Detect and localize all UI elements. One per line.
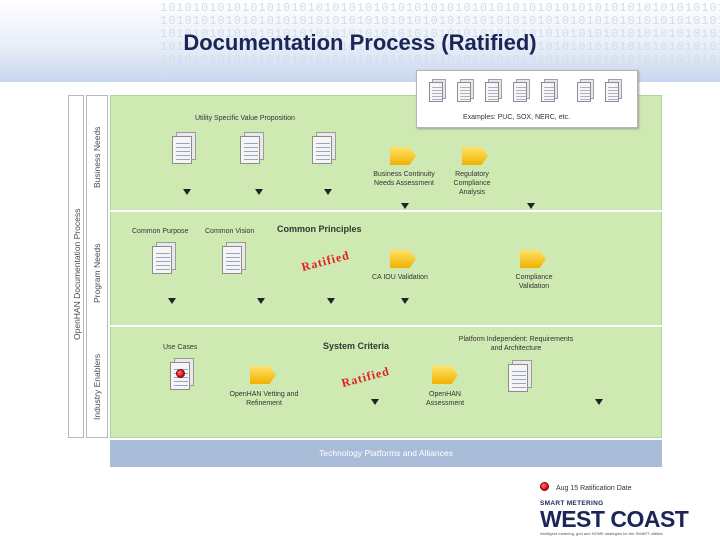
assessment-label: OpenHAN Assessment [425, 391, 465, 407]
flow-arrow-icon [183, 189, 191, 195]
document-icon [172, 132, 198, 166]
logo-wordmark: WEST COAST [540, 506, 689, 532]
lane-divider [110, 210, 662, 212]
binary-pattern: 1010101010101010101010101010101010101010… [160, 2, 720, 15]
process-shape-icon [462, 147, 488, 165]
flow-arrow-icon [168, 298, 176, 304]
binary-pattern: 1010101010101010101010101010101010101010… [160, 54, 720, 67]
common-purpose-label: Common Purpose [132, 228, 189, 235]
flow-arrow-icon [527, 203, 535, 209]
vetting-label: OpenHAN Vetting and Refinement [229, 391, 299, 407]
document-icon [513, 79, 531, 103]
flow-arrow-icon [401, 298, 409, 304]
common-principles-heading: Common Principles [277, 224, 362, 234]
document-icon [429, 79, 447, 103]
binary-pattern: 1010101010101010101010101010101010101010… [160, 28, 720, 41]
process-area [110, 95, 662, 438]
regulatory-label: Regulatory Compliance Analysis [453, 171, 491, 196]
lane-divider [110, 325, 662, 327]
document-icon [605, 79, 623, 103]
lane-label-program-needs: Program Needs [92, 243, 102, 303]
document-icon [485, 79, 503, 103]
examples-box: Examples: PUC, SOX, NERC, etc. [416, 70, 638, 128]
document-icon [457, 79, 475, 103]
flow-arrow-icon [257, 298, 265, 304]
technology-platforms-label: Technology Platforms and Alliances [319, 448, 453, 458]
document-icon [508, 360, 534, 394]
document-icon [152, 242, 178, 276]
ca-iou-label: CA IOU Validation [372, 274, 428, 281]
ratification-dot-icon [540, 482, 549, 491]
lane-inner-strip [86, 95, 108, 438]
process-shape-icon [432, 366, 458, 384]
compliance-label: Compliance Validation [515, 274, 553, 290]
continuity-label: Business Continuity Needs Assessment [373, 171, 435, 187]
legend-label: Aug 15 Ratification Date [556, 485, 632, 492]
process-shape-icon [250, 366, 276, 384]
common-vision-label: Common Vision [205, 228, 255, 235]
flow-arrow-icon [324, 189, 332, 195]
system-criteria-heading: System Criteria [323, 341, 390, 351]
title-banner: 1010101010101010101010101010101010101010… [0, 0, 720, 82]
process-shape-icon [390, 147, 416, 165]
document-icon [541, 79, 559, 103]
page-title: Documentation Process (Ratified) [183, 30, 537, 55]
document-icon [240, 132, 266, 166]
document-icon [577, 79, 595, 103]
process-shape-icon [390, 250, 416, 268]
technology-platforms-bar: Technology Platforms and Alliances [110, 440, 662, 467]
document-icon [222, 242, 248, 276]
logo-tagline: Intelligent metering, grid and HOME stra… [540, 531, 663, 536]
use-cases-label: Use Cases [163, 344, 198, 351]
binary-pattern: 1010101010101010101010101010101010101010… [160, 15, 720, 28]
ratification-dot-icon [176, 369, 185, 378]
document-icon [312, 132, 338, 166]
lane-label-industry-enablers: Industry Enablers [92, 353, 102, 420]
flow-arrow-icon [371, 399, 379, 405]
lane-label-outer: OpenHAN Documentation Process [72, 208, 82, 340]
utility-value-label: Utility Specific Value Proposition [195, 115, 295, 122]
flow-arrow-icon [327, 298, 335, 304]
examples-label: Examples: PUC, SOX, NERC, etc. [463, 114, 570, 121]
flow-arrow-icon [401, 203, 409, 209]
lane-outer-strip [68, 95, 84, 438]
process-shape-icon [520, 250, 546, 268]
flow-arrow-icon [595, 399, 603, 405]
platform-label: Platform Independent: Requirements and A… [458, 336, 574, 352]
logo-subtitle: SMART METERING [540, 500, 604, 507]
lane-label-business-needs: Business Needs [92, 126, 102, 188]
binary-pattern: 1010101010101010101010101010101010101010… [160, 41, 720, 54]
flow-arrow-icon [255, 189, 263, 195]
